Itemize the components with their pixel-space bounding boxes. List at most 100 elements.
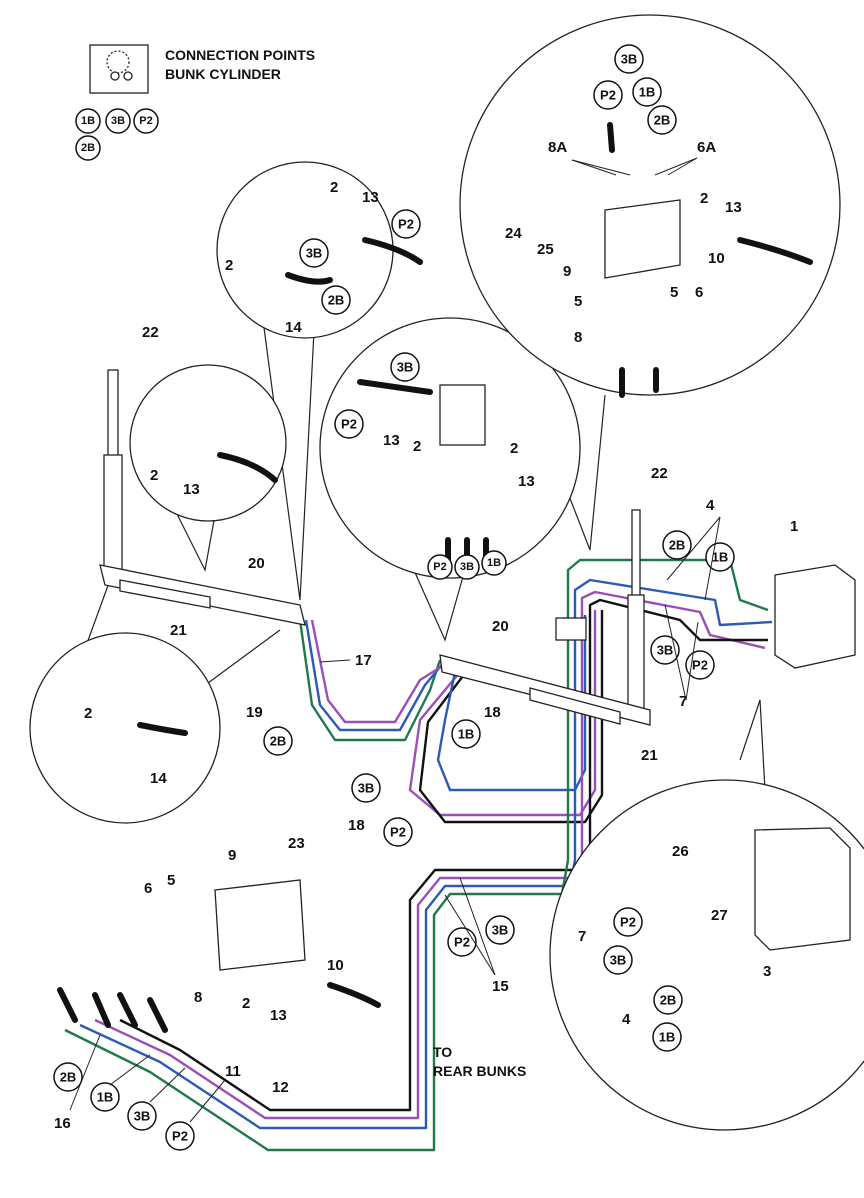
part-number: 12 xyxy=(272,1079,289,1096)
svg-text:P2: P2 xyxy=(390,825,406,840)
svg-text:2B: 2B xyxy=(660,993,677,1008)
id-bubble-1b: 1B xyxy=(632,77,662,107)
part-number: 2 xyxy=(510,440,518,457)
hose-line-1b-mid xyxy=(436,615,587,792)
part-number: 14 xyxy=(285,319,302,336)
svg-text:3B: 3B xyxy=(460,561,474,573)
svg-text:3B: 3B xyxy=(657,643,674,658)
id-bubble-p2: P2 xyxy=(593,80,623,110)
part-number: 23 xyxy=(288,835,305,852)
part-number: 4 xyxy=(706,497,715,514)
svg-text:3B: 3B xyxy=(621,52,638,67)
part-number: 8 xyxy=(194,989,202,1006)
part-number: 7 xyxy=(679,693,687,710)
svg-text:3B: 3B xyxy=(134,1109,151,1124)
valve-block-lower-right xyxy=(754,827,851,951)
id-bubble-p2: P2 xyxy=(427,554,453,580)
hose-line-2b-rear xyxy=(64,859,570,1152)
id-bubble-p2: P2 xyxy=(165,1121,195,1151)
svg-text:P2: P2 xyxy=(172,1129,188,1144)
svg-text:P2: P2 xyxy=(398,217,414,232)
svg-text:P2: P2 xyxy=(600,88,616,103)
part-number: 19 xyxy=(246,704,263,721)
id-bubble-3b: 3B xyxy=(299,238,329,268)
id-bubble-1b: 1B xyxy=(705,542,735,572)
svg-text:3B: 3B xyxy=(397,360,414,375)
detail-circle-left xyxy=(129,364,287,522)
id-bubble-p2: P2 xyxy=(334,409,364,439)
svg-text:2B: 2B xyxy=(654,113,671,128)
id-bubble-2b: 2B xyxy=(53,1062,83,1092)
part-number: 9 xyxy=(563,263,571,280)
svg-text:1B: 1B xyxy=(81,115,95,127)
part-number: 20 xyxy=(492,618,509,635)
part-number: 6 xyxy=(144,880,152,897)
part-number: 21 xyxy=(641,747,658,764)
part-number: 6 xyxy=(695,284,703,301)
svg-text:3B: 3B xyxy=(111,115,125,127)
id-bubble-2b: 2B xyxy=(647,105,677,135)
hose-line-1b-rear xyxy=(79,859,577,1130)
id-bubble-p2: P2 xyxy=(685,650,715,680)
id-bubble-3b: 3B xyxy=(127,1101,157,1131)
hose-line-p2-mid xyxy=(418,610,604,824)
svg-text:1B: 1B xyxy=(487,557,501,569)
part-number: 13 xyxy=(270,1007,287,1024)
detail-circle-far-left xyxy=(29,632,221,824)
id-bubble-3b: 3B xyxy=(650,635,680,665)
part-number: 7 xyxy=(578,928,586,945)
destination-line-2: REAR BUNKS xyxy=(433,1063,526,1079)
part-number: 16 xyxy=(54,1115,71,1132)
svg-text:P2: P2 xyxy=(139,115,152,127)
part-number: 10 xyxy=(327,957,344,974)
svg-text:3B: 3B xyxy=(610,953,627,968)
part-number: 5 xyxy=(167,872,175,889)
part-number: 20 xyxy=(248,555,265,572)
part-number: 21 xyxy=(170,622,187,639)
svg-text:2B: 2B xyxy=(81,142,95,154)
svg-text:P2: P2 xyxy=(341,417,357,432)
id-bubble-2b: 2B xyxy=(662,530,692,560)
svg-text:P2: P2 xyxy=(692,658,708,673)
part-number: 26 xyxy=(672,843,689,860)
hose-line-p2-rear xyxy=(119,859,591,1112)
part-number: 6A xyxy=(697,139,716,156)
id-bubble-3b: 3B xyxy=(603,945,633,975)
id-bubble-3b: 3B xyxy=(614,44,644,74)
svg-text:1B: 1B xyxy=(458,727,475,742)
id-bubble-3b: 3B xyxy=(485,915,515,945)
part-number: 2 xyxy=(150,467,158,484)
valve-block-detail xyxy=(604,199,681,279)
part-number: 17 xyxy=(355,652,372,669)
part-number: 13 xyxy=(725,199,742,216)
id-bubbles: 1B 3B P2 2B P2 3B 2B 3B P2 P2 3B 1B 3B P… xyxy=(53,44,735,1151)
svg-text:2B: 2B xyxy=(60,1070,77,1085)
id-bubble-1b: 1B xyxy=(652,1022,682,1052)
title-line-2: BUNK CYLINDER xyxy=(165,66,281,82)
part-number: 4 xyxy=(622,1011,631,1028)
hose-line-1b-left xyxy=(304,619,447,732)
title-line-1: CONNECTION POINTS xyxy=(165,47,315,63)
svg-text:1B: 1B xyxy=(639,85,656,100)
svg-text:P2: P2 xyxy=(433,561,446,573)
part-number: 14 xyxy=(150,770,167,787)
hose-line-3b-left xyxy=(310,619,453,724)
id-bubble-p2: P2 xyxy=(133,108,159,134)
part-number: 1 xyxy=(790,518,798,535)
part-number: 13 xyxy=(383,432,400,449)
part-number: 11 xyxy=(225,1063,241,1080)
part-number: 22 xyxy=(651,465,668,482)
id-bubble-1b: 1B xyxy=(481,550,507,576)
valve-block-main xyxy=(774,564,856,669)
svg-text:1B: 1B xyxy=(97,1090,114,1105)
svg-text:3B: 3B xyxy=(358,781,375,796)
part-number: 15 xyxy=(492,978,509,995)
id-bubble-3b: 3B xyxy=(390,352,420,382)
id-bubble-2b: 2B xyxy=(321,285,351,315)
hose-stubs xyxy=(57,122,813,1033)
svg-text:P2: P2 xyxy=(620,915,636,930)
svg-text:2B: 2B xyxy=(270,734,287,749)
part-number: 5 xyxy=(670,284,678,301)
id-bubble-2b: 2B xyxy=(263,726,293,756)
